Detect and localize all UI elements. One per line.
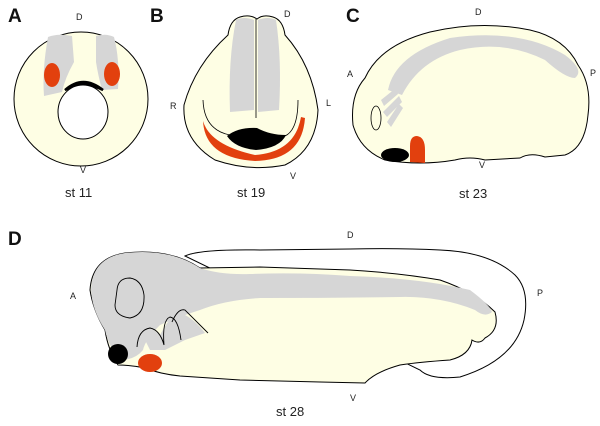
panel-d: D D A P V st 28: [8, 229, 543, 419]
panel-b: B D R L V st 19: [150, 6, 331, 200]
red-domain-right: [104, 62, 120, 86]
axis-label: A: [347, 69, 353, 79]
stage-label: st 23: [459, 186, 487, 201]
archenteron-hole: [57, 84, 109, 140]
neural-fold-right: [258, 18, 280, 112]
head-and-neural-tube: [91, 252, 492, 360]
stage-label: st 19: [237, 185, 265, 200]
panel-letter: A: [8, 6, 22, 27]
panel-letter: B: [150, 6, 164, 27]
branchial-arches: [140, 314, 205, 350]
red-domain: [410, 136, 425, 163]
neural-tube: [388, 35, 579, 95]
stage-label: st 11: [65, 185, 92, 200]
neural-fold-left: [229, 18, 254, 112]
axis-label: P: [537, 288, 543, 298]
panel-a: A D V st 11: [8, 6, 149, 200]
axis-label: D: [76, 12, 83, 22]
axis-label: V: [350, 393, 356, 403]
eye-outline: [370, 105, 382, 131]
panel-letter: C: [346, 6, 360, 27]
panel-c: C D A P V st 23: [346, 6, 596, 201]
black-domain: [381, 148, 409, 162]
eye-outline: [114, 277, 145, 319]
black-domain: [108, 344, 128, 364]
panel-letter: D: [8, 229, 22, 250]
red-domain-left: [44, 63, 60, 87]
axis-label: L: [326, 98, 331, 108]
red-crescent: [203, 117, 305, 161]
axis-label: V: [80, 165, 86, 175]
branchial-arches: [381, 88, 403, 127]
axis-label: D: [284, 9, 291, 19]
axis-label: D: [347, 230, 354, 240]
arch-lines: [136, 309, 209, 348]
axis-label: V: [290, 171, 296, 181]
inner-u-line: [202, 99, 299, 137]
black-domain: [227, 127, 286, 150]
axis-label: A: [70, 291, 76, 301]
axis-label: V: [479, 160, 485, 170]
axis-label: D: [475, 7, 482, 17]
axis-label: P: [590, 68, 596, 78]
stage-label: st 28: [276, 404, 304, 419]
red-domain: [138, 354, 162, 372]
axis-label: R: [170, 101, 177, 111]
